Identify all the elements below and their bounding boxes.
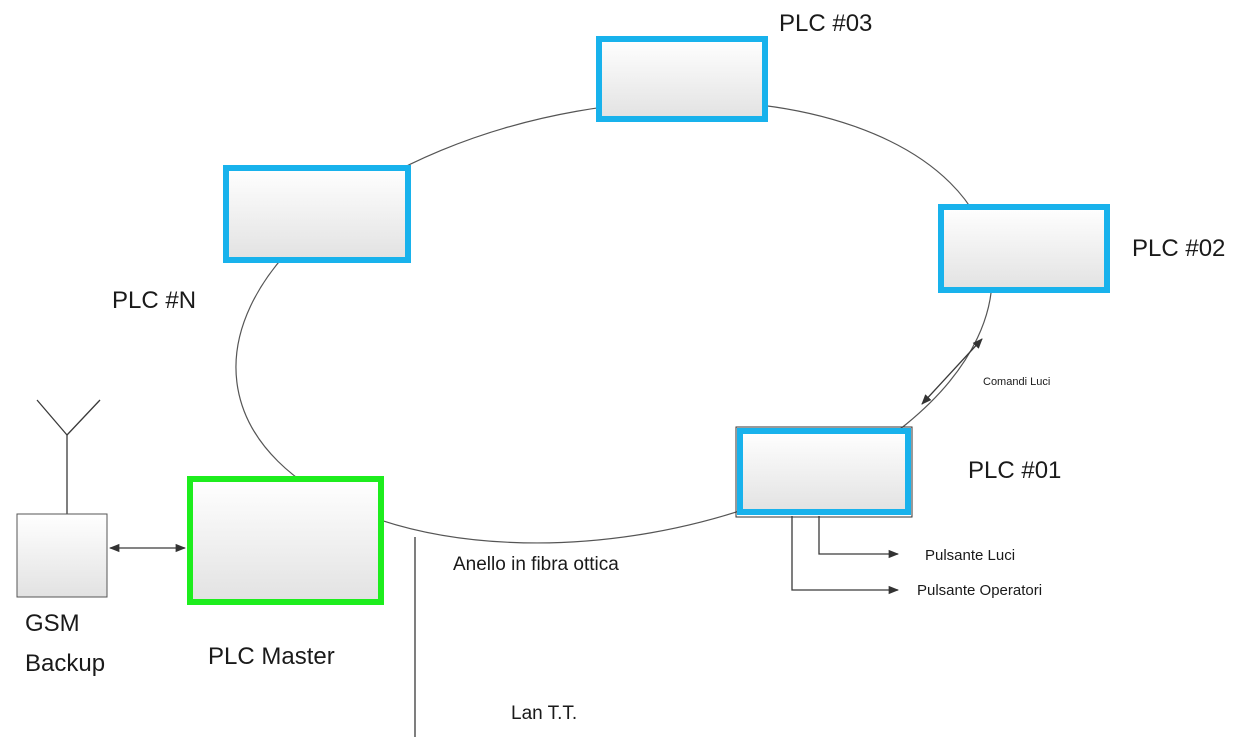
ring-label: Anello in fibra ottica bbox=[453, 554, 619, 575]
commands-label: Comandi Luci bbox=[983, 376, 1050, 388]
plc02-device[interactable] bbox=[938, 204, 1110, 293]
backup-label: Backup bbox=[25, 650, 105, 677]
antenna-icon bbox=[36, 399, 101, 514]
plc02-label: PLC #02 bbox=[1132, 235, 1225, 262]
button-lights-line bbox=[818, 516, 900, 559]
button-operators-label: Pulsante Operatori bbox=[917, 582, 1042, 599]
lan-label: Lan T.T. bbox=[511, 703, 577, 724]
plcN-device[interactable] bbox=[223, 165, 411, 263]
master-device[interactable] bbox=[187, 476, 384, 605]
commands-arrow bbox=[921, 338, 983, 405]
plcN-label: PLC #N bbox=[112, 287, 196, 314]
master-label: PLC Master bbox=[208, 643, 335, 670]
gsm-device[interactable] bbox=[16, 513, 108, 598]
plc03-device[interactable] bbox=[596, 36, 768, 122]
plc01-device[interactable] bbox=[737, 428, 911, 515]
plc03-label: PLC #03 bbox=[779, 10, 872, 37]
gsm-label: GSM bbox=[25, 610, 80, 637]
plc01-label: PLC #01 bbox=[968, 457, 1061, 484]
plc01-border bbox=[735, 426, 913, 518]
button-lights-label: Pulsante Luci bbox=[925, 547, 1015, 564]
button-operators-line bbox=[791, 516, 900, 595]
